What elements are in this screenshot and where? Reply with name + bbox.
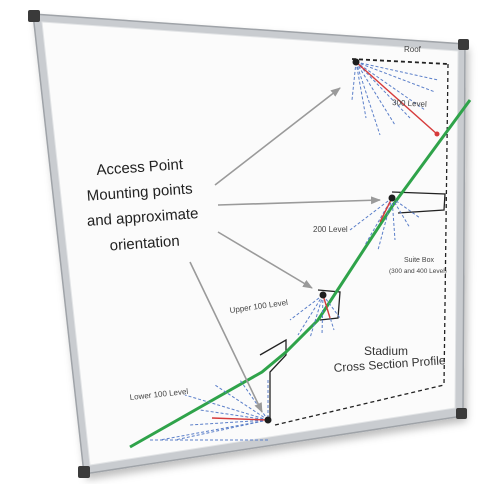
level-200-label: 200 Level	[313, 225, 348, 234]
ground-line	[274, 384, 445, 426]
stair-step	[259, 338, 287, 420]
corner-cap-top-left	[28, 10, 40, 22]
corner-cap-bottom-right	[456, 408, 467, 419]
mount-point-roof	[352, 58, 360, 66]
callout-line4: orientation	[109, 233, 180, 255]
outer-wall-line	[443, 63, 449, 386]
corner-cap-top-right	[458, 39, 469, 50]
roof-label: Roof	[404, 45, 422, 54]
mount-point-200	[388, 194, 396, 202]
suite-box	[391, 191, 446, 214]
coverage-fan-roof	[351, 61, 439, 136]
mount-point-lower-100	[264, 416, 272, 424]
corner-cap-bottom-left	[78, 466, 90, 478]
suite-box-label-line2: (300 and 400 Level)	[389, 268, 447, 275]
arrow-to-roof	[214, 87, 341, 186]
board-surface	[41, 21, 459, 466]
coverage-fan-lower-100	[150, 379, 269, 441]
coverage-fan-200	[349, 197, 421, 251]
diagram-title-line1: Stadium	[364, 344, 408, 358]
red-marker	[434, 131, 440, 137]
coverage-fans	[150, 61, 439, 441]
stadium-profile	[259, 58, 449, 426]
arrow-to-200	[217, 196, 381, 206]
level-300-label: 300 Level	[392, 98, 427, 109]
mount-point-upper-100	[319, 291, 327, 299]
roof-line	[351, 58, 449, 65]
mount-points	[264, 58, 396, 424]
coverage-red-lines	[211, 61, 439, 421]
callout-arrows	[189, 87, 381, 413]
upper-100-step	[317, 289, 341, 321]
whiteboard	[28, 10, 469, 478]
suite-box-label-line1: Suite Box	[404, 257, 434, 264]
seating-slope-line	[129, 99, 472, 449]
arrow-to-lower-100	[189, 261, 263, 413]
coverage-fan-upper-100	[289, 294, 341, 339]
arrow-to-upper-100	[217, 231, 313, 289]
callout-line1: Access Point	[96, 156, 185, 179]
